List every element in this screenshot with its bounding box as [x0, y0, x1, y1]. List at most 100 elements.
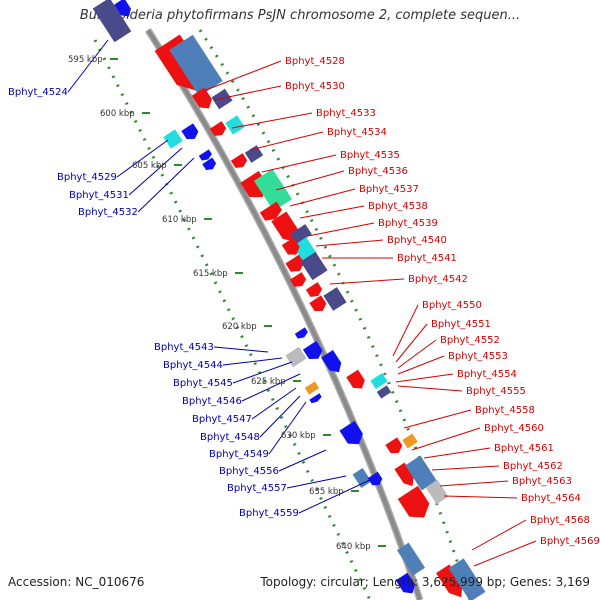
gene-arrow [367, 471, 383, 486]
reverse-gene-label: Bphyt_4559 [239, 508, 299, 519]
gene-features [92, 0, 486, 600]
leader-line [231, 112, 313, 129]
gene-block [169, 34, 223, 97]
gene-arrow [285, 254, 305, 272]
leader-line [443, 495, 518, 499]
gene-arrow [259, 201, 282, 221]
forward-gene-label: Bphyt_4569 [540, 536, 600, 547]
reverse-gene-label: Bphyt_4548 [200, 432, 260, 443]
tick-label: 595 kbp [68, 55, 103, 65]
reverse-gene-label: Bphyt_4529 [57, 172, 117, 183]
forward-gene-label: Bphyt_4542 [408, 274, 468, 285]
gene-arrow [209, 121, 227, 136]
leader-line [298, 479, 371, 514]
map-title: Burkholderia phytofirmans PsJN chromosom… [79, 8, 521, 23]
forward-gene-label: Bphyt_4563 [512, 476, 572, 487]
leader-line [397, 339, 437, 369]
forward-gene-label: Bphyt_4539 [378, 218, 438, 229]
leader-line [261, 154, 337, 173]
gene-block [163, 129, 183, 149]
forward-gene-label: Bphyt_4536 [348, 166, 408, 177]
gene-block [323, 287, 347, 311]
forward-gene-label: Bphyt_4552 [440, 335, 500, 346]
tick-label: 615 kbp [193, 269, 228, 279]
leader-line [392, 304, 419, 357]
gene-block [370, 372, 388, 390]
gene-block [396, 542, 426, 576]
leader-line [315, 239, 384, 247]
leader-line [307, 222, 375, 237]
gene-arrow [289, 272, 307, 287]
leader-line [403, 409, 472, 429]
forward-gene-label: Bphyt_4540 [387, 235, 447, 246]
leader-line [232, 361, 293, 384]
gene-block [376, 385, 392, 399]
leader-line [289, 188, 356, 207]
leader-line [395, 373, 454, 383]
leader-line [128, 147, 183, 196]
gene-arrow [302, 340, 323, 360]
forward-gene-label: Bphyt_4533 [316, 108, 376, 119]
gene-block [304, 381, 320, 395]
gene-arrow [436, 564, 463, 598]
leader-line [431, 465, 500, 471]
leader-line [286, 475, 347, 489]
gene-block [425, 479, 449, 505]
accession-text: Accession: NC_010676 [8, 575, 145, 589]
gene-block [211, 88, 233, 110]
dot-guide-1 [198, 29, 472, 600]
leader-line [249, 131, 324, 151]
gene-arrow [281, 237, 300, 255]
tick-label: 625 kbp [251, 377, 286, 387]
gene-block [92, 0, 132, 43]
leader-line [397, 355, 445, 375]
leader-line [205, 60, 282, 91]
gene-arrow [394, 462, 414, 487]
reverse-gene-label: Bphyt_4557 [227, 483, 287, 494]
gene-arrow [385, 437, 403, 454]
gene-block [448, 558, 486, 600]
forward-gene-label: Bphyt_4554 [457, 369, 517, 380]
leader-line [473, 540, 537, 567]
reverse-gene-label: Bphyt_4547 [192, 414, 252, 425]
gene-arrow [202, 157, 217, 170]
leader-line [213, 346, 269, 353]
gene-arrow [114, 0, 131, 17]
tick-label: 640 kbp [336, 542, 371, 552]
leader-line [116, 139, 169, 178]
forward-gene-label: Bphyt_4564 [521, 493, 581, 504]
forward-gene-label: Bphyt_4528 [285, 56, 345, 67]
tick-dot-lines [93, 29, 472, 600]
gene-block [402, 433, 418, 449]
leader-line [411, 427, 481, 451]
gene-arrow [230, 153, 248, 168]
forward-gene-label: Bphyt_4534 [327, 127, 387, 138]
leader-line [259, 395, 301, 438]
reverse-gene-label: Bphyt_4546 [182, 396, 242, 407]
reverse-gene-label: Bphyt_4524 [8, 87, 68, 98]
leader-line [471, 519, 527, 551]
gene-block [225, 115, 245, 135]
gene-arrow [339, 420, 363, 445]
leader-line [439, 480, 509, 487]
forward-gene-label: Bphyt_4537 [359, 184, 419, 195]
forward-gene-label: Bphyt_4551 [431, 319, 491, 330]
tick-label: 620 kbp [222, 322, 257, 332]
tick-label: 635 kbp [309, 487, 344, 497]
leader-line [213, 85, 282, 101]
reverse-gene-label: Bphyt_4545 [173, 378, 233, 389]
leader-line [275, 170, 345, 191]
leader-line [299, 205, 365, 219]
forward-gene-label: Bphyt_4541 [397, 253, 457, 264]
gene-arrow [309, 295, 327, 312]
forward-gene-label: Bphyt_4558 [475, 405, 535, 416]
gene-block [253, 168, 293, 212]
gene-arrow [321, 349, 342, 373]
forward-gene-label: Bphyt_4562 [503, 461, 563, 472]
leader-line [251, 387, 297, 420]
gene-block [300, 251, 328, 281]
leader-line [241, 373, 301, 402]
backbone-inner [146, 28, 422, 600]
